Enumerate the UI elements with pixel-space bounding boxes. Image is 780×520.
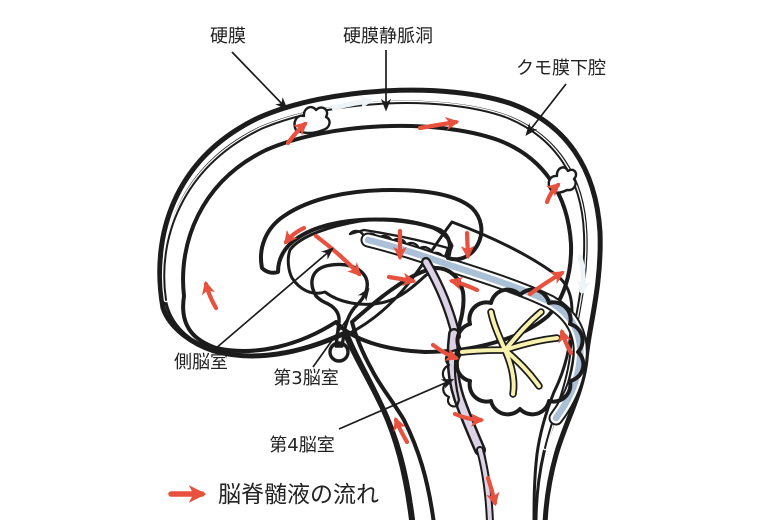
- straight-sinus-band: [360, 232, 588, 426]
- label-pointer-subarachnoid: [525, 83, 567, 137]
- csf-flow-arrow: [430, 342, 460, 361]
- subarachnoid-layer: [162, 100, 588, 520]
- cerebrum: [181, 123, 574, 354]
- csf-flow-arrow: [460, 230, 475, 260]
- csf-flow-arrow: [285, 121, 308, 146]
- csf-flow-arrow: [283, 225, 307, 245]
- csf-flow-arrow: [393, 416, 410, 445]
- hypothalamus-pituitary: [310, 262, 369, 363]
- csf-flow-arrow: [558, 328, 574, 356]
- label-third-ventricle: 第3脳室: [273, 368, 338, 389]
- legend-text: 脳脊髄液の流れ: [218, 482, 379, 508]
- label-pointer-dura: [231, 51, 288, 110]
- venous-flow-arrow: [577, 254, 591, 295]
- label-dura-mater: 硬膜: [210, 26, 246, 47]
- csf-flow-arrow: [527, 270, 565, 297]
- label-subarachnoid-space: クモ膜下腔: [516, 58, 606, 79]
- label-dural-venous-sinus: 硬膜静脈洞: [343, 26, 433, 47]
- csf-flow-arrow: [452, 411, 485, 427]
- dura-sinus-layer: [157, 87, 603, 520]
- csf-flow-arrow: [313, 233, 362, 277]
- csf-flow-arrows: [201, 117, 574, 507]
- label-pointer-fourth-ventricle: [338, 378, 455, 430]
- label-pointer-third-ventricle: [312, 287, 370, 368]
- label-lateral-ventricle: 側脳室: [174, 352, 228, 373]
- legend: 脳脊髄液の流れ: [168, 482, 379, 508]
- csf-flow-arrow: [448, 276, 480, 293]
- cerebellum: [454, 287, 586, 417]
- label-pointer-lateral-ventricle: [214, 247, 334, 350]
- venous-flow-arrows: [331, 95, 591, 295]
- venous-flow-arrow: [331, 95, 374, 111]
- posterior-cistern-region: [346, 220, 574, 520]
- corpus-callosum: [259, 188, 484, 275]
- csf-flow-arrow: [201, 280, 219, 311]
- arachnoid-membrane-outline: [163, 102, 586, 449]
- csf-flow-arrow: [417, 117, 460, 131]
- fourth-ventricle-choroid: [441, 348, 461, 408]
- arbor-vitae: [460, 310, 559, 396]
- label-pointers: [214, 50, 567, 430]
- csf-flow-arrow: [386, 272, 417, 286]
- csf-flow-arrow: [544, 182, 561, 205]
- label-fourth-ventricle: 第4脳室: [269, 435, 334, 456]
- csf-flow-arrow: [485, 475, 500, 507]
